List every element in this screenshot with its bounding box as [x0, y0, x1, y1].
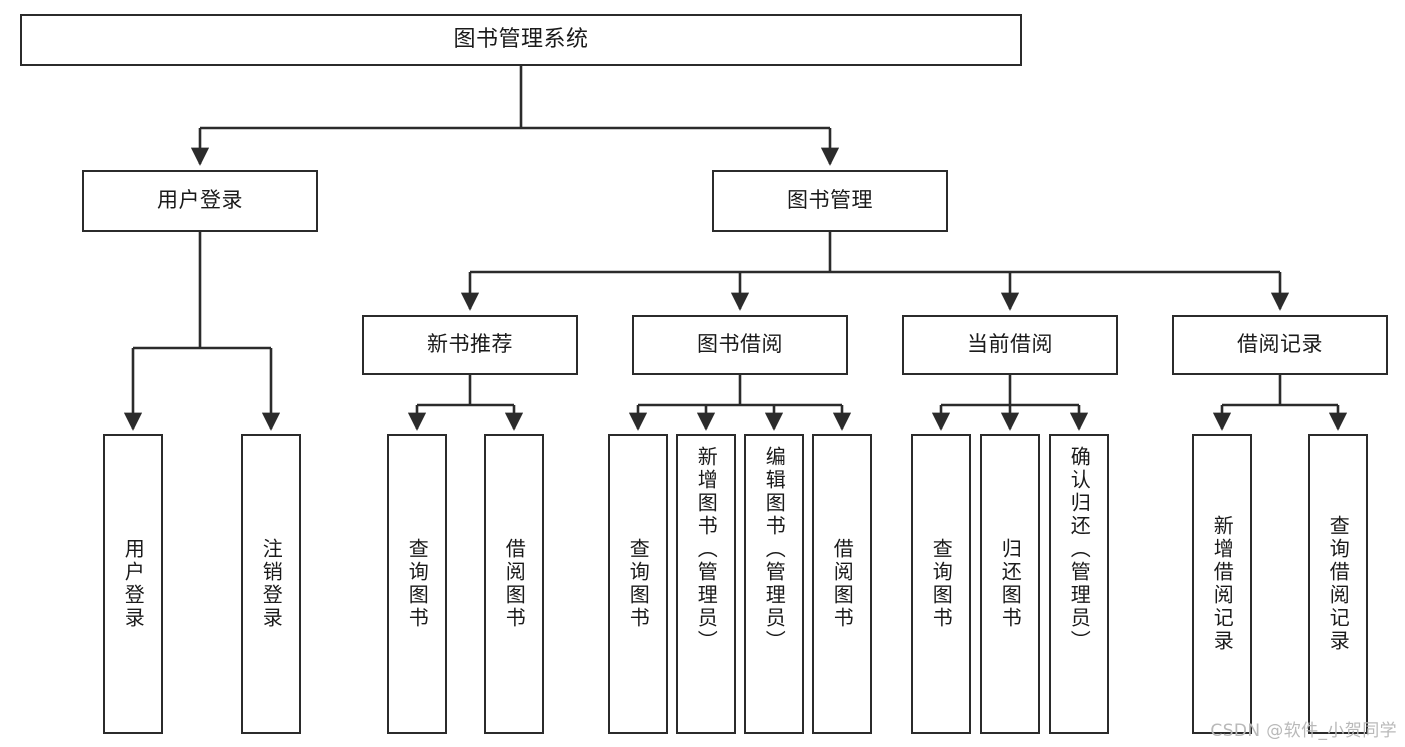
node-leaf-logout-login-label: 注销登录 [259, 538, 284, 630]
node-leaf-borrow-book-2-label: 借阅图书 [830, 538, 855, 630]
node-leaf-add-book-label: 新增图书（管理员） [694, 446, 719, 653]
node-leaf-confirm-return-label: 确认归还（管理员） [1067, 446, 1092, 653]
node-leaf-query-record[interactable]: 查询借阅记录 [1308, 434, 1368, 734]
node-user-login[interactable]: 用户登录 [82, 170, 318, 232]
node-leaf-query-book-1-label: 查询图书 [405, 538, 430, 630]
node-leaf-add-record-label: 新增借阅记录 [1210, 515, 1235, 653]
node-current-borrow[interactable]: 当前借阅 [902, 315, 1118, 375]
node-borrow-record[interactable]: 借阅记录 [1172, 315, 1388, 375]
node-leaf-logout-login[interactable]: 注销登录 [241, 434, 301, 734]
node-leaf-borrow-book-1[interactable]: 借阅图书 [484, 434, 544, 734]
node-leaf-return-book-label: 归还图书 [998, 538, 1023, 630]
node-borrow-record-label: 借阅记录 [1237, 332, 1323, 357]
watermark-text: CSDN @软件_小贺同学 [1210, 721, 1397, 741]
node-book-management[interactable]: 图书管理 [712, 170, 948, 232]
node-new-book-recommend[interactable]: 新书推荐 [362, 315, 578, 375]
node-leaf-edit-book[interactable]: 编辑图书（管理员） [744, 434, 804, 734]
node-leaf-borrow-book-1-label: 借阅图书 [502, 538, 527, 630]
node-leaf-query-record-label: 查询借阅记录 [1326, 515, 1351, 653]
node-leaf-add-record[interactable]: 新增借阅记录 [1192, 434, 1252, 734]
node-leaf-query-book-2-label: 查询图书 [626, 538, 651, 630]
node-user-login-label: 用户登录 [157, 188, 243, 213]
node-leaf-confirm-return[interactable]: 确认归还（管理员） [1049, 434, 1109, 734]
node-book-borrow[interactable]: 图书借阅 [632, 315, 848, 375]
node-leaf-user-login-label: 用户登录 [121, 538, 146, 630]
node-book-management-label: 图书管理 [787, 188, 873, 213]
node-leaf-query-book-3-label: 查询图书 [929, 538, 954, 630]
node-leaf-query-book-2[interactable]: 查询图书 [608, 434, 668, 734]
node-leaf-edit-book-label: 编辑图书（管理员） [762, 446, 787, 653]
node-new-book-recommend-label: 新书推荐 [427, 332, 513, 357]
node-leaf-borrow-book-2[interactable]: 借阅图书 [812, 434, 872, 734]
node-leaf-user-login[interactable]: 用户登录 [103, 434, 163, 734]
node-root[interactable]: 图书管理系统 [20, 14, 1022, 66]
node-leaf-query-book-1[interactable]: 查询图书 [387, 434, 447, 734]
node-book-borrow-label: 图书借阅 [697, 332, 783, 357]
node-leaf-add-book[interactable]: 新增图书（管理员） [676, 434, 736, 734]
node-current-borrow-label: 当前借阅 [967, 332, 1053, 357]
node-leaf-query-book-3[interactable]: 查询图书 [911, 434, 971, 734]
node-leaf-return-book[interactable]: 归还图书 [980, 434, 1040, 734]
node-root-label: 图书管理系统 [453, 26, 589, 52]
